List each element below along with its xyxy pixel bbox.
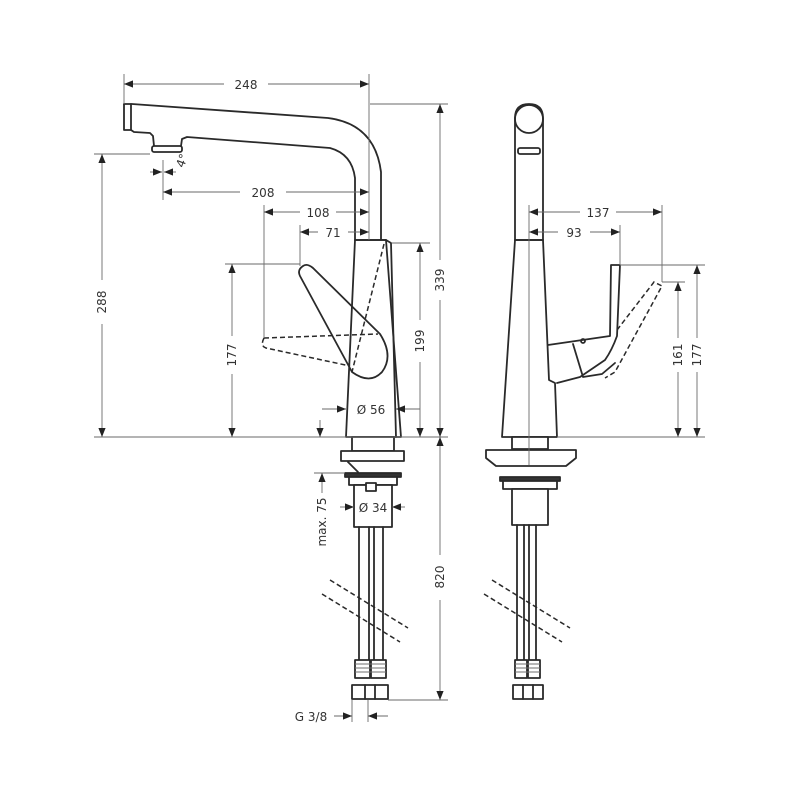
front-handle	[547, 264, 664, 384]
dim-339: 339	[433, 269, 447, 292]
dim-71: 71	[325, 226, 340, 240]
front-mounting-set	[483, 436, 577, 700]
break-line	[321, 593, 401, 643]
handle	[261, 243, 389, 380]
break-line	[483, 593, 563, 643]
dim-177: 177	[225, 344, 239, 367]
break-line	[329, 579, 409, 629]
dim-288: 288	[95, 291, 109, 314]
dim-248: 248	[235, 78, 258, 92]
dim-93: 93	[566, 226, 581, 240]
dim-max-75: max. 75	[315, 497, 329, 546]
front-spout-body	[501, 103, 558, 438]
mounting-set	[321, 436, 409, 700]
dim-820: 820	[433, 566, 447, 589]
aerator-icon	[151, 145, 183, 153]
side-labels: 248 208 108 71 4° 288 177 199 339 Ø 56 m…	[95, 78, 447, 724]
dim-199: 199	[413, 330, 427, 353]
dim-108: 108	[307, 206, 330, 220]
dim-208: 208	[252, 186, 275, 200]
break-line	[491, 579, 571, 629]
side-dimensions	[94, 74, 448, 722]
front-dimensions	[528, 205, 705, 465]
dim-161: 161	[671, 344, 685, 367]
dim-diameter-56: Ø 56	[357, 403, 386, 417]
dim-137: 137	[587, 206, 610, 220]
front-view: 137 93 161 177	[483, 103, 705, 700]
side-view: 248 208 108 71 4° 288 177 199 339 Ø 56 m…	[94, 74, 448, 724]
dim-177-front: 177	[690, 344, 704, 367]
dim-diameter-34: Ø 34	[359, 501, 388, 515]
dim-4deg: 4°	[173, 152, 191, 170]
spout	[123, 103, 382, 241]
front-labels: 137 93 161 177	[566, 206, 704, 366]
dim-g-3-8: G 3/8	[295, 710, 327, 724]
